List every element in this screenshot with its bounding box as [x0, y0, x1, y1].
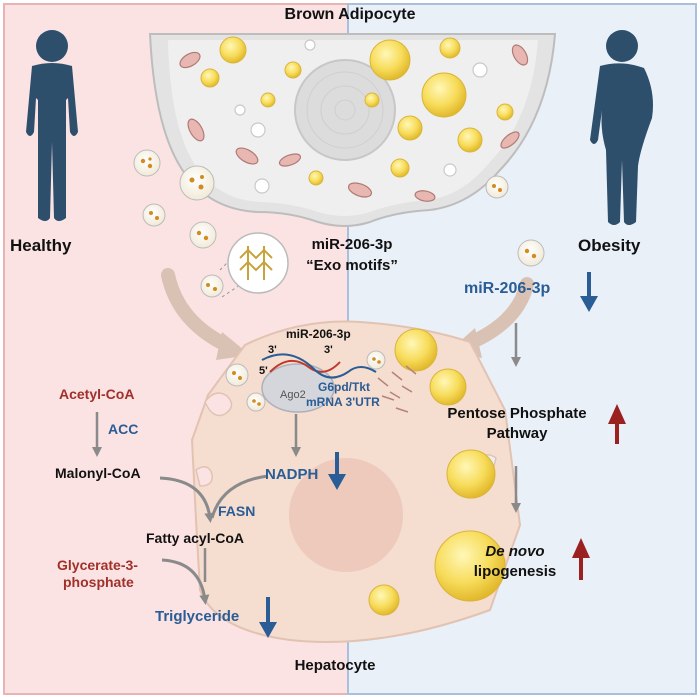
hepatocyte-exosomes — [225, 350, 386, 412]
glycerate-label-line1: Glycerate-3- — [57, 557, 138, 573]
fatty-acyl-coa-label: Fatty acyl-CoA — [146, 530, 245, 546]
nucleus-texture — [306, 71, 384, 149]
three-prime-label-b: 3' — [324, 344, 333, 356]
dnl-up-arrow — [572, 538, 590, 580]
mir-down-arrow — [580, 272, 598, 312]
acetyl-coa-label: Acetyl-CoA — [59, 386, 135, 402]
target-utr-label: mRNA 3'UTR — [306, 395, 380, 409]
ago2-label: Ago2 — [280, 389, 306, 401]
ago2-protein — [261, 363, 335, 413]
released-exosomes-healthy — [133, 149, 224, 298]
dnl-label-line2: lipogenesis — [473, 563, 557, 580]
malonyl-coa-label: Malonyl-CoA — [55, 465, 141, 481]
healthy-person-icon — [26, 30, 78, 221]
triglyceride-label: Triglyceride — [155, 608, 240, 625]
obesity-mirna-label: miR-206-3p — [464, 280, 551, 297]
dnl-label-line1: De novo — [485, 543, 545, 560]
nadph-label: NADPH — [265, 466, 319, 483]
healthy-uptake-arrow — [161, 268, 235, 353]
hepatocyte-lipid-droplets — [368, 328, 506, 616]
obesity-person-icon — [590, 30, 653, 225]
adipocyte-vesicles — [234, 39, 488, 194]
mirna-strand — [269, 360, 341, 373]
ppp-up-arrow — [608, 404, 626, 444]
mrna-strand — [261, 353, 377, 379]
glycerate-label-line2: phosphate — [63, 574, 134, 590]
adipocyte-mitochondria — [179, 44, 529, 202]
healthy-label: Healthy — [10, 236, 72, 255]
adipocyte-lipid-droplets — [200, 36, 514, 186]
exo-mirna-label: miR-206-3p — [311, 236, 393, 253]
adipocyte-nucleus — [294, 59, 396, 161]
exo-motifs-label: “Exo motifs” — [306, 257, 398, 274]
exo-motif-zoom — [219, 232, 289, 298]
five-prime-label: 5' — [259, 365, 268, 377]
triglyceride-down-arrow — [259, 597, 277, 638]
hepatocyte-nucleus — [289, 458, 403, 572]
obesity-uptake-arrow — [463, 277, 534, 350]
nadph-to-fatty-arc — [210, 474, 269, 519]
binding-mirna-label: miR-206-3p — [286, 327, 351, 341]
obesity-label: Obesity — [578, 236, 641, 255]
ppp-label-line2: Pathway — [486, 425, 548, 442]
hepatocyte-label: Hepatocyte — [294, 657, 376, 674]
released-exosomes-obesity — [485, 175, 545, 267]
three-prime-label-a: 3' — [268, 344, 277, 356]
glycerate-to-tg-arc — [161, 558, 210, 605]
acc-enzyme-label: ACC — [108, 421, 139, 437]
ppp-label-line1: Pentose Phosphate — [447, 405, 587, 422]
malonyl-to-fatty-arc — [159, 476, 215, 523]
mrna-structure — [377, 365, 417, 413]
figure-title: Brown Adipocyte — [284, 6, 416, 23]
nadph-down-arrow — [328, 452, 346, 490]
fasn-enzyme-label: FASN — [218, 503, 256, 519]
target-gene-label: G6pd/Tkt — [318, 380, 371, 394]
